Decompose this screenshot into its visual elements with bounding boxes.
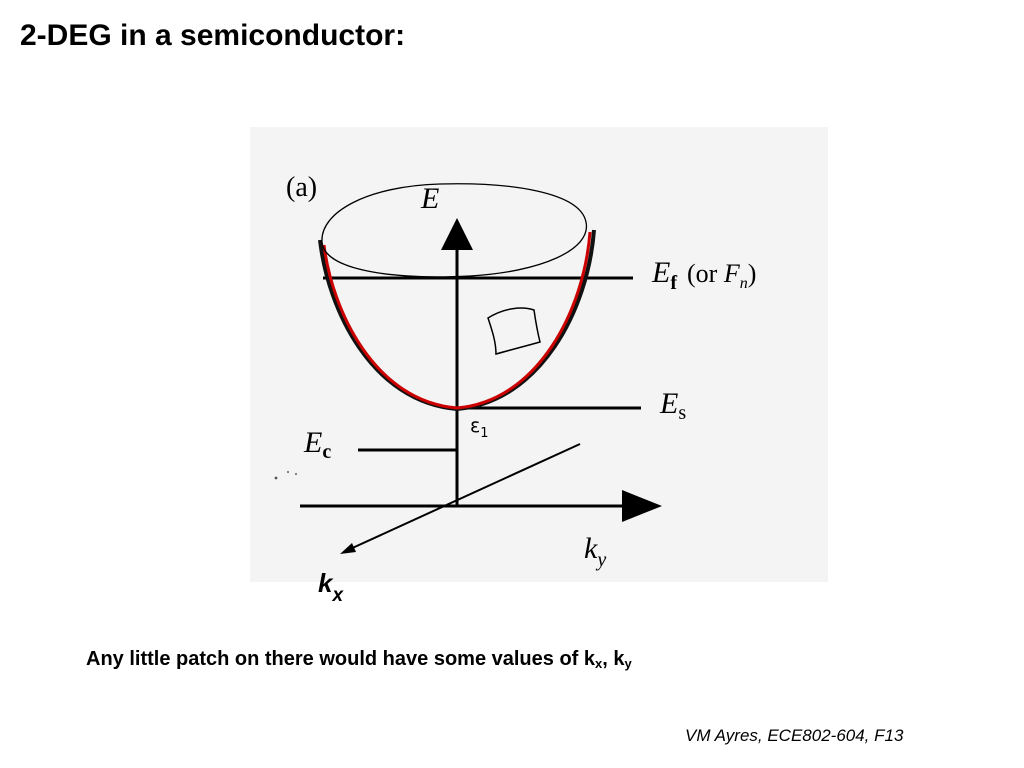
ky-axis-label-main: k [584,532,598,565]
fermi-label-note-open: (or [687,259,724,288]
ky-axis-label-sub: y [595,549,606,571]
ky-axis-arrowhead [622,490,662,522]
energy-axis-label: E [420,182,439,215]
ky-axis-label: ky [584,532,606,571]
caption: Any little patch on there would have som… [86,645,632,678]
scan-speck [294,472,298,476]
fermi-label-main: E [651,256,670,289]
energy-axis-arrowhead [441,218,473,250]
fermi-circle-sketch [321,183,588,278]
caption-separator: , k [602,648,625,670]
scan-speck [274,476,278,480]
conduction-label-sub: c [322,441,331,463]
momentum-patch-sketch [487,307,541,355]
caption-text: Any little patch on there would have som… [86,648,596,670]
fermi-label-note-F: F [723,259,741,288]
fermi-label-sub: f [670,272,677,294]
subband-label-main: E [659,387,678,420]
epsilon-label: ε1 [470,415,489,441]
slide-title: 2-DEG in a semiconductor: [20,19,406,52]
caption-sub-x: x [595,656,603,671]
subband-label-sub: s [678,402,686,424]
conduction-band-label: Ec [303,426,331,463]
kx-axis-label-sub: x [331,585,344,606]
fermi-label-note-close: ) [748,259,757,288]
fermi-label-note-sub: n [740,275,748,292]
epsilon-label-main: ε [470,415,480,437]
kx-axis-label-main: k [318,568,334,598]
conduction-label-main: E [303,426,322,459]
fermi-level-label: Ef (or Fn) [651,256,756,294]
kx-axis [347,443,581,551]
slide-footer: VM Ayres, ECE802-604, F13 [685,726,904,745]
kx-axis-arrowhead [340,543,356,554]
dispersion-parabola-highlight [322,231,592,410]
caption-sub-y: y [624,656,632,671]
kx-axis-label: kx [318,568,344,606]
scan-speck [286,470,290,474]
panel-label: (a) [286,172,317,203]
epsilon-label-sub: 1 [480,426,488,441]
subband-edge-label: Es [659,387,686,424]
